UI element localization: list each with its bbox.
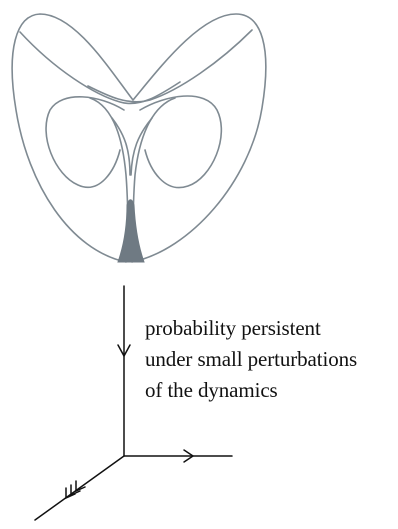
annotation-line-2: under small perturbations [145, 347, 358, 371]
attractor-figure [11, 13, 267, 263]
attractor-branch-right [132, 97, 176, 241]
diagonal-axis [34, 455, 125, 521]
annotation-line-1: probability persistent [145, 316, 321, 340]
attractor-left-loop [45, 96, 125, 188]
axes [34, 285, 233, 521]
attractor-branch-center [111, 117, 131, 176]
triple-arrow-icon-2 [70, 484, 81, 497]
down-arrow-icon [117, 344, 131, 358]
attractor-outer-curve [11, 13, 267, 263]
attractor-cross-right [87, 29, 253, 103]
annotation-line-3: of the dynamics [145, 378, 278, 402]
annotation-text: probability persistent under small pertu… [145, 313, 357, 406]
attractor-branch-left [89, 97, 129, 241]
right-arrow-icon [183, 449, 195, 463]
attractor-cross-left [19, 31, 181, 105]
triple-arrow-icon-3 [75, 480, 86, 493]
attractor-right-loop [139, 95, 223, 189]
attractor-branch-center-2 [130, 117, 153, 176]
attractor-trunk [117, 199, 145, 263]
